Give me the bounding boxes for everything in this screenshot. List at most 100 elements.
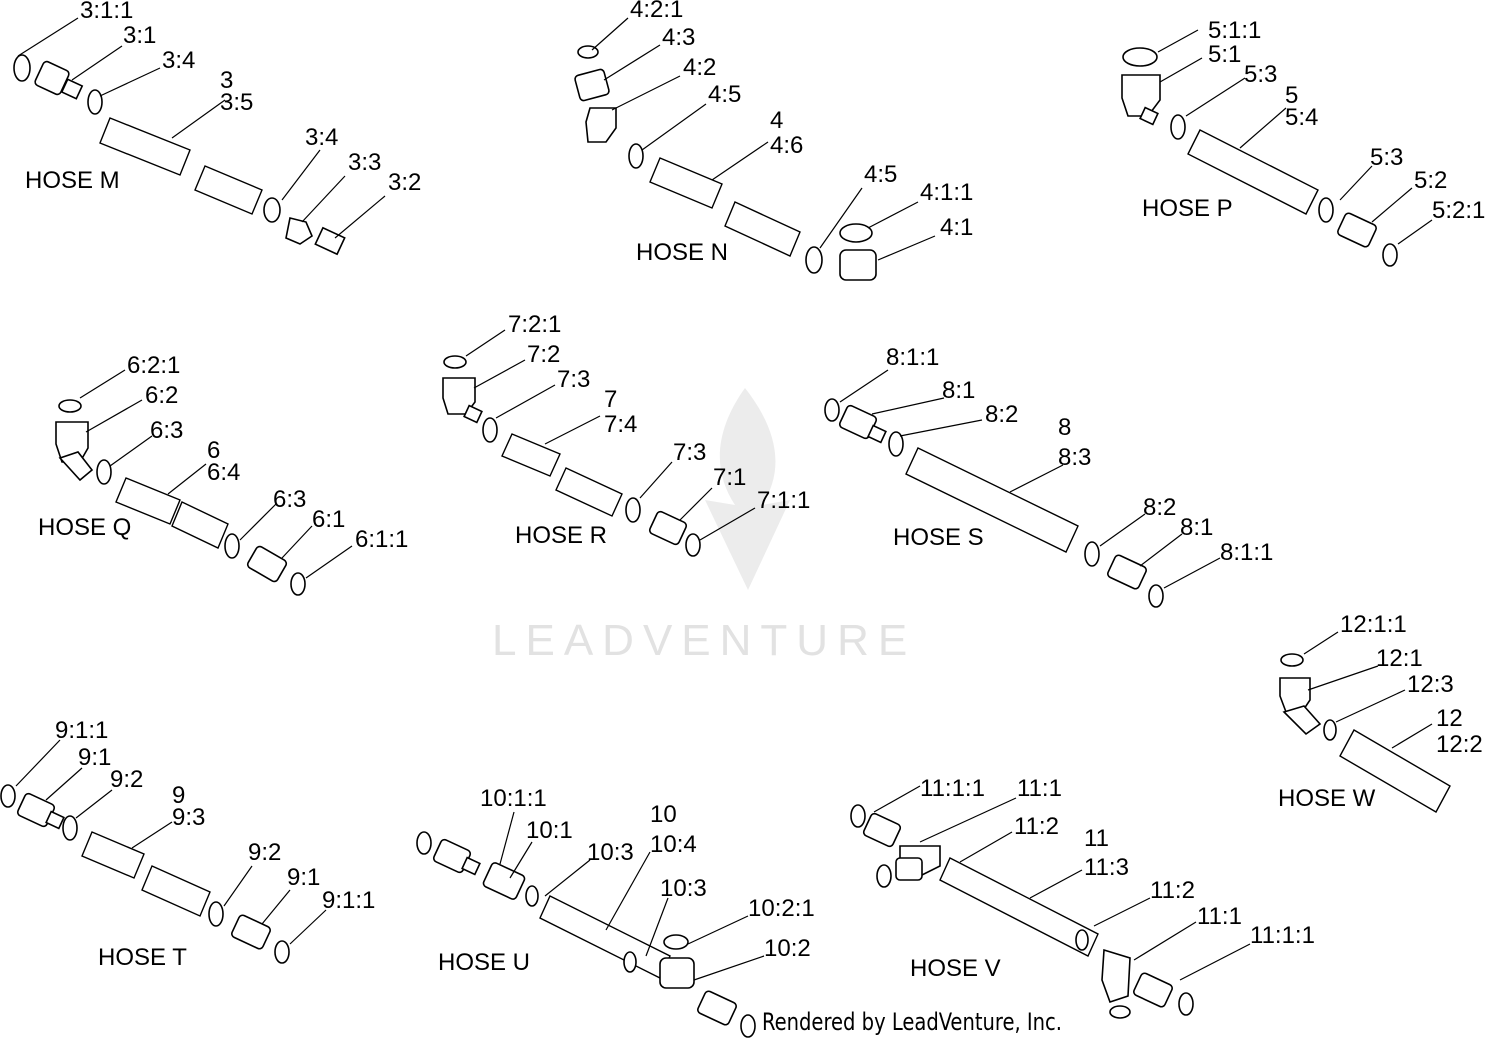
- hose-n-label: 4:2: [683, 54, 716, 81]
- hose-m: 3:1:1 3:1 3:4 3 3:5 3:4 3:3 3:2 HOSE M: [13, 0, 421, 256]
- hose-t: 9:1:1 9:1 9:2 9 9:3 9:2 9:1 9:1:1 HOSE T: [0, 717, 375, 971]
- hose-w-label: 12:1: [1376, 645, 1423, 672]
- watermark-flame-icon: [705, 388, 790, 590]
- hose-r-label: 7:3: [557, 366, 590, 393]
- hose-u-label: 10:2: [764, 935, 811, 962]
- hose-u-label: 10:4: [650, 831, 697, 858]
- hose-v-label: 11:1:1: [1250, 922, 1315, 949]
- hose-n-label: 4:1: [940, 214, 973, 241]
- hose-p-label: 5:3: [1370, 144, 1403, 171]
- hose-q-label: 6:3: [150, 417, 183, 444]
- hose-s-label: 8: [1058, 414, 1071, 441]
- hose-t-title: HOSE T: [98, 944, 187, 971]
- hose-t-label: 9: [172, 782, 185, 809]
- hose-w-label: 12:3: [1407, 671, 1454, 698]
- hose-v-label: 11:1: [1197, 903, 1242, 930]
- hose-p-label: 5:1:1: [1208, 17, 1261, 44]
- hose-m-label: 3: [220, 67, 233, 94]
- hose-n-label: 4:3: [662, 24, 695, 51]
- hose-m-label: 3:3: [348, 149, 381, 176]
- hose-r-label: 7:4: [604, 411, 637, 438]
- hose-q-label: 6:1: [312, 506, 345, 533]
- hose-q-title: HOSE Q: [38, 514, 131, 541]
- watermark-text: LEADVENTURE: [492, 616, 916, 665]
- hose-u-title: HOSE U: [438, 949, 530, 976]
- hose-u: 10:1:1 10:1 10:3 10 10:4 10:3 10:2:1 10:…: [416, 785, 815, 1038]
- hose-s-label: 8:1: [942, 377, 975, 404]
- hose-m-label: 3:4: [305, 124, 338, 151]
- hose-t-label: 9:1:1: [322, 887, 375, 914]
- hose-q-label: 6:4: [207, 459, 240, 486]
- hose-n-label: 4:2:1: [630, 0, 683, 23]
- rendered-by-credit: Rendered by LeadVenture, Inc.: [762, 1008, 1062, 1036]
- hose-w: 12:1:1 12:1 12:3 12 12:2 HOSE W: [1278, 611, 1483, 813]
- hose-v-label: 11:2: [1150, 877, 1195, 904]
- hose-u-label: 10: [650, 801, 677, 828]
- hose-s-title: HOSE S: [893, 524, 984, 551]
- hose-q-label: 6: [207, 437, 220, 464]
- hose-n-label: 4: [770, 107, 783, 134]
- hose-v-label: 11: [1084, 825, 1109, 852]
- hose-q-label: 6:3: [273, 486, 306, 513]
- hose-t-label: 9:1: [287, 864, 320, 891]
- hose-r-label: 7:1: [713, 464, 746, 491]
- hose-s: 8:1:1 8:1 8:2 8 8:3 8:2 8:1 8:1:1 HOSE S: [824, 344, 1273, 608]
- hose-n-label: 4:6: [770, 132, 803, 159]
- hose-p-label: 5:3: [1244, 61, 1277, 88]
- hose-u-label: 10:3: [660, 875, 707, 902]
- hose-w-label: 12: [1436, 705, 1463, 732]
- hose-p: 5:1:1 5:1 5:3 5 5:4 5:3 5:2 5:2:1 HOSE P: [1121, 17, 1485, 267]
- hose-r-label: 7: [604, 386, 617, 413]
- hose-m-label: 3:4: [162, 47, 195, 74]
- hose-u-label: 10:1: [526, 817, 573, 844]
- hose-q-label: 6:2:1: [127, 352, 180, 379]
- hose-n-label: 4:5: [708, 81, 741, 108]
- hose-s-label: 8:1:1: [886, 344, 939, 371]
- hose-q: 6:2:1 6:2 6:3 6 6:4 6:3 6:1 6:1:1 HOSE Q: [38, 352, 408, 596]
- hose-u-label: 10:2:1: [748, 895, 815, 922]
- hose-m-label: 3:2: [388, 169, 421, 196]
- hose-m-label: 3:1:1: [80, 0, 133, 24]
- hose-t-label: 9:3: [172, 804, 205, 831]
- hose-p-label: 5: [1285, 82, 1298, 109]
- hose-s-label: 8:1: [1180, 514, 1213, 541]
- hose-p-label: 5:2:1: [1432, 197, 1485, 224]
- hose-p-label: 5:4: [1285, 104, 1318, 131]
- watermark: LEADVENTURE: [492, 388, 916, 665]
- hose-s-label: 8:3: [1058, 444, 1091, 471]
- hose-r-label: 7:1:1: [757, 487, 810, 514]
- hose-n-label: 4:5: [864, 161, 897, 188]
- hose-u-label: 10:3: [587, 839, 634, 866]
- hose-w-label: 12:1:1: [1340, 611, 1407, 638]
- hose-t-label: 9:1:1: [55, 717, 108, 744]
- hose-m-label: 3:5: [220, 89, 253, 116]
- hose-s-label: 8:2: [985, 401, 1018, 428]
- hose-r-title: HOSE R: [515, 522, 607, 549]
- hose-p-title: HOSE P: [1142, 195, 1233, 222]
- hose-n: 4:2:1 4:3 4:2 4:5 4 4:6 4:5 4:1:1 4:1 HO…: [574, 0, 973, 281]
- hose-m-title: HOSE M: [25, 167, 120, 194]
- hose-v-label: 11:1: [1017, 775, 1062, 802]
- hose-s-label: 8:1:1: [1220, 539, 1273, 566]
- hose-s-label: 8:2: [1143, 494, 1176, 521]
- hose-r-label: 7:2: [527, 341, 560, 368]
- hose-w-title: HOSE W: [1278, 785, 1376, 812]
- hose-v: 11:1:1 11:1 11:2 11 11:3 11:2 11:1 11:1:…: [850, 775, 1315, 1019]
- hose-t-label: 9:2: [248, 839, 281, 866]
- hose-r-label: 7:2:1: [508, 311, 561, 338]
- hose-v-label: 11:2: [1014, 813, 1059, 840]
- hose-r: 7:2:1 7:2 7:3 7 7:4 7:3 7:1 7:1:1 HOSE R: [442, 311, 810, 557]
- hose-n-label: 4:1:1: [920, 179, 973, 206]
- hose-t-label: 9:2: [110, 766, 143, 793]
- hose-q-label: 6:1:1: [355, 526, 408, 553]
- hose-p-label: 5:1: [1208, 41, 1241, 68]
- hose-t-label: 9:1: [78, 744, 111, 771]
- hose-v-label: 11:1:1: [920, 775, 985, 802]
- hose-v-title: HOSE V: [910, 955, 1001, 982]
- hose-n-title: HOSE N: [636, 239, 728, 266]
- hose-r-label: 7:3: [673, 439, 706, 466]
- hose-w-label: 12:2: [1436, 731, 1483, 758]
- hose-m-label: 3:1: [123, 22, 156, 49]
